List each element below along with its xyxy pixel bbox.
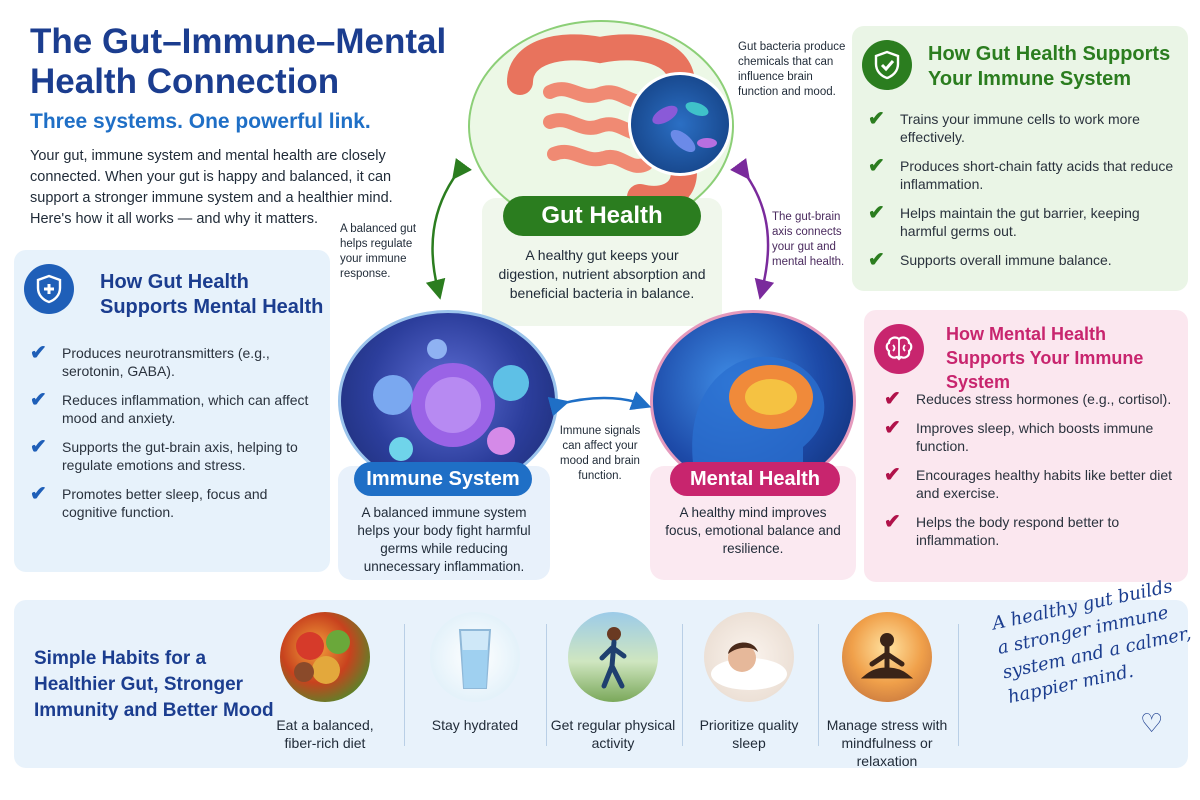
brain-icon bbox=[874, 324, 924, 374]
check-icon: ✔ bbox=[884, 388, 901, 410]
mental-immune-list: ✔Reduces stress hormones (e.g., cortisol… bbox=[880, 388, 1180, 560]
check-icon: ✔ bbox=[30, 436, 47, 458]
page-subtitle: Three systems. One powerful link. bbox=[30, 110, 371, 133]
divider bbox=[404, 624, 405, 746]
page-title: The Gut–Immune–Mental Health Connection bbox=[30, 22, 447, 101]
gut-mental-list: ✔Produces neurotransmitters (e.g., serot… bbox=[26, 342, 316, 532]
list-item: ✔Supports the gut-brain axis, helping to… bbox=[30, 436, 298, 473]
check-icon: ✔ bbox=[884, 464, 901, 486]
mental-immune-title: How Mental Health Supports Your Immune S… bbox=[946, 324, 1144, 392]
habit-item: Manage stress with mindfulness or relaxa… bbox=[822, 612, 952, 770]
divider bbox=[958, 624, 959, 746]
check-icon: ✔ bbox=[884, 511, 901, 533]
habit-label: Manage stress with mindfulness or relaxa… bbox=[826, 717, 948, 769]
gut-health-desc: A healthy gut keeps your digestion, nutr… bbox=[498, 247, 706, 301]
healthy-food-icon bbox=[280, 612, 370, 702]
habit-item: Prioritize quality sleep bbox=[684, 612, 814, 752]
check-icon: ✔ bbox=[868, 108, 885, 130]
divider bbox=[818, 624, 819, 746]
check-icon: ✔ bbox=[868, 155, 885, 177]
immune-signals-note: Immune signals can affect your mood and … bbox=[559, 425, 641, 482]
check-icon: ✔ bbox=[884, 417, 901, 439]
check-icon: ✔ bbox=[868, 249, 885, 271]
divider bbox=[546, 624, 547, 746]
sleeping-person-icon bbox=[704, 612, 794, 702]
walking-person-icon bbox=[568, 612, 658, 702]
list-item: ✔Improves sleep, which boosts immune fun… bbox=[884, 417, 1154, 454]
list-item: ✔Supports overall immune balance. bbox=[868, 249, 1112, 271]
water-glass-icon bbox=[430, 612, 520, 702]
list-item: ✔Helps maintain the gut barrier, keeping… bbox=[868, 202, 1140, 239]
immune-system-label: Immune System bbox=[354, 462, 532, 496]
mental-health-label: Mental Health bbox=[670, 462, 840, 496]
mental-health-desc: A healthy mind improves focus, emotional… bbox=[665, 505, 841, 556]
check-icon: ✔ bbox=[30, 342, 47, 364]
shield-check-icon bbox=[862, 40, 912, 90]
meditation-icon bbox=[842, 612, 932, 702]
divider bbox=[682, 624, 683, 746]
bacteria-icon bbox=[628, 72, 732, 176]
list-item: ✔Produces neurotransmitters (e.g., serot… bbox=[30, 342, 270, 379]
list-item: ✔Trains your immune cells to work more e… bbox=[868, 108, 1140, 145]
habit-label: Prioritize quality sleep bbox=[699, 717, 799, 751]
immune-system-desc: A balanced immune system helps your body… bbox=[357, 505, 531, 574]
list-item: ✔Helps the body respond better to inflam… bbox=[884, 511, 1120, 548]
list-item: ✔Encourages healthy habits like better d… bbox=[884, 464, 1173, 501]
bacteria-note: Gut bacteria produce chemicals that can … bbox=[738, 41, 846, 98]
gut-brain-axis-note: The gut-brain axis connects your gut and… bbox=[772, 211, 845, 268]
gut-immune-list: ✔Trains your immune cells to work more e… bbox=[864, 108, 1174, 280]
habit-item: Stay hydrated bbox=[410, 612, 540, 734]
shield-plus-icon bbox=[24, 264, 74, 314]
check-icon: ✔ bbox=[30, 389, 47, 411]
check-icon: ✔ bbox=[868, 202, 885, 224]
habit-label: Get regular physical activity bbox=[550, 717, 676, 751]
heart-icon: ♡ bbox=[1140, 708, 1164, 738]
gut-health-label: Gut Health bbox=[503, 196, 701, 236]
habits-title: Simple Habits for a Healthier Gut, Stron… bbox=[34, 648, 274, 721]
list-item: ✔Produces short-chain fatty acids that r… bbox=[868, 155, 1174, 192]
list-item: ✔Promotes better sleep, focus and cognit… bbox=[30, 483, 268, 520]
gut-immune-title: How Gut Health Supports Your Immune Syst… bbox=[928, 43, 1171, 90]
habit-item: Eat a balanced, fiber-rich diet bbox=[260, 612, 390, 752]
balanced-gut-note: A balanced gut helps regulate your immun… bbox=[340, 223, 417, 280]
list-item: ✔Reduces inflammation, which can affect … bbox=[30, 389, 309, 426]
habit-item: Get regular physical activity bbox=[548, 612, 678, 752]
list-item: ✔Reduces stress hormones (e.g., cortisol… bbox=[884, 388, 1172, 410]
check-icon: ✔ bbox=[30, 483, 47, 505]
intro-text: Your gut, immune system and mental healt… bbox=[30, 148, 393, 227]
gut-mental-title: How Gut Health Supports Mental Health bbox=[100, 271, 324, 318]
habit-label: Stay hydrated bbox=[431, 717, 519, 733]
brain-illustration bbox=[650, 310, 856, 492]
habit-label: Eat a balanced, fiber-rich diet bbox=[276, 717, 374, 751]
